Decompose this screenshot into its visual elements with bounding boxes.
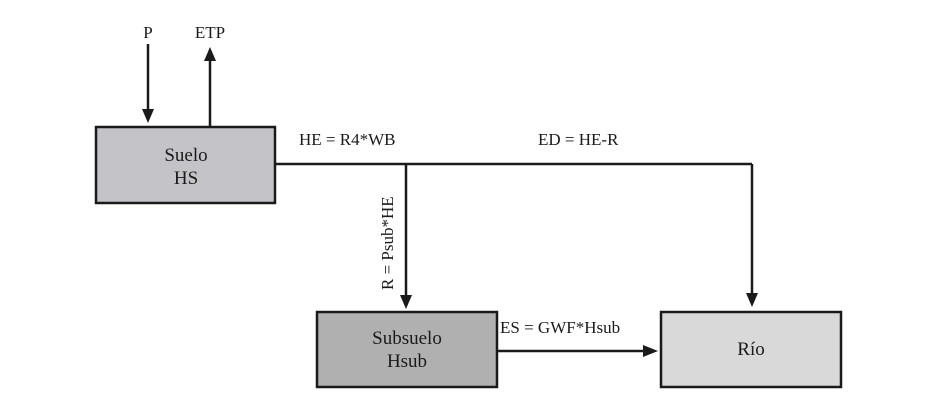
excess-flow-label: HE = R4*WB — [299, 130, 395, 149]
evapotranspiration-arrowhead — [204, 47, 216, 61]
precipitation-label: P — [143, 23, 152, 42]
subsurface-flow-label: ES = GWF*Hsub — [500, 318, 620, 337]
recharge-arrowhead — [400, 295, 412, 309]
evapotranspiration-label: ETP — [195, 23, 225, 42]
suelo-box-title: Suelo — [164, 145, 207, 166]
recharge-label: R = Psub*HE — [378, 196, 397, 290]
suelo-box-variable: HS — [174, 168, 198, 189]
precipitation-arrowhead — [142, 109, 154, 123]
direct-runoff-arrowhead — [746, 293, 758, 307]
subsuelo-box-variable: Hsub — [387, 351, 427, 372]
subsurface-flow-arrowhead — [643, 345, 658, 357]
subsuelo-box-title: Subsuelo — [372, 328, 442, 349]
rio-box — [659, 310, 843, 389]
subsuelo-box — [315, 310, 499, 389]
direct-runoff-label: ED = HE-R — [538, 130, 619, 149]
rio-box-label: Río — [737, 339, 764, 360]
